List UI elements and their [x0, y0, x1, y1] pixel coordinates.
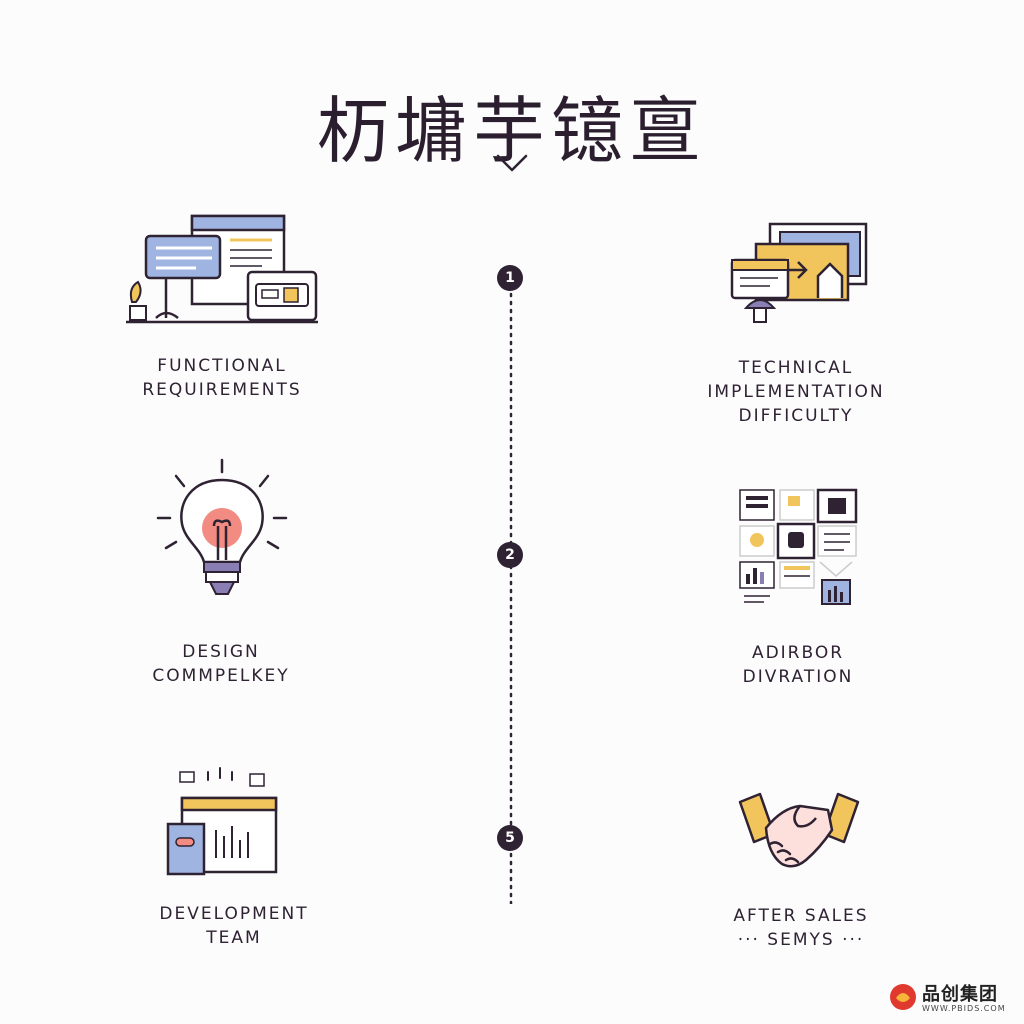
item-after-sales: AFTER SALES ··· SEMYS ···: [733, 906, 869, 950]
dev-window-icon: [164, 766, 282, 878]
timeline-node-2: 2: [497, 542, 523, 568]
dashboard-grid-icon: [736, 486, 860, 610]
item-functional-requirements: FUNCTIONAL REQUIREMENTS: [142, 356, 302, 400]
desktop-workspace-icon: [122, 210, 322, 330]
brand-url: WWW.PBIDS.COM: [922, 1004, 1006, 1013]
brand-logo-icon: [890, 984, 916, 1010]
item-adirbor-divration: ADIRBOR DIVRATION: [742, 643, 854, 687]
item-technical-implementation: TECHNICAL IMPLEMENTATION DIFFICULTY: [707, 358, 885, 426]
timeline-line: [509, 278, 513, 904]
item-development-team: DEVELOPMENT TEAM: [159, 904, 309, 948]
page-title: 杤墉芋镱亶: [316, 89, 707, 173]
timeline-node-3: 5: [497, 825, 523, 851]
chevron-down-icon: [496, 154, 528, 172]
code-windows-icon: [726, 220, 871, 330]
lightbulb-icon: [152, 456, 292, 606]
item-design-complexity: DESIGN COMMPELKEY: [152, 642, 290, 686]
brand-name: 品创集团: [922, 984, 998, 1005]
handshake-icon: [736, 788, 862, 876]
timeline-node-1: 1: [497, 265, 523, 291]
